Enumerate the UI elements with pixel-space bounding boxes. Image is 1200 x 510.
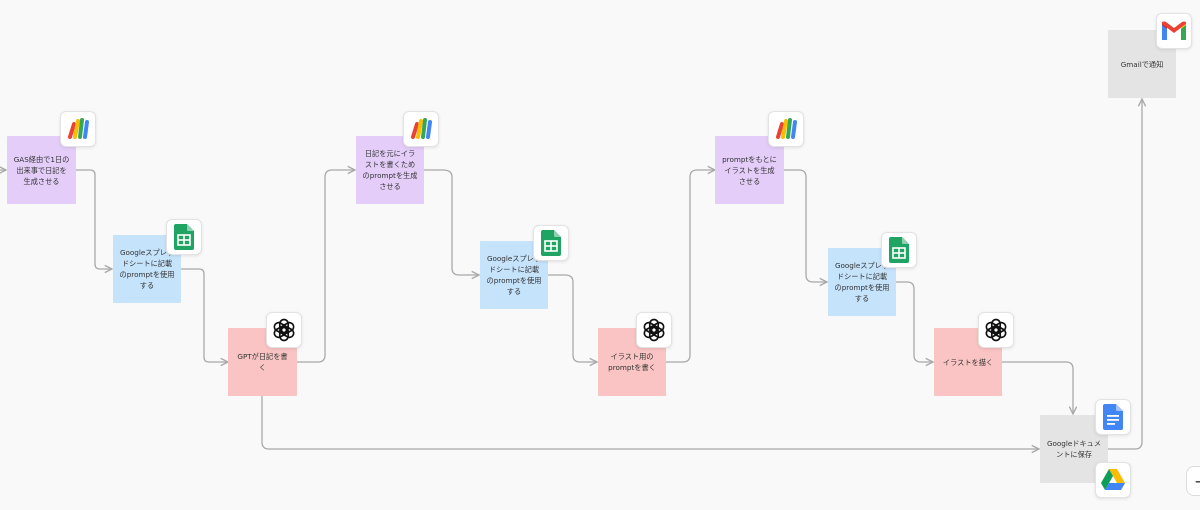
- edge-sheet1-to-gpt1: [181, 268, 228, 362]
- gmail-icon: [1156, 13, 1192, 49]
- node-label: GAS経由で1日の出来事で日記を生成させる: [13, 154, 70, 186]
- node-gas-generate-illust-prompt[interactable]: 日記を元にイラストを書くためのpromptを生成させる: [356, 136, 424, 204]
- apps-script-icon: [403, 111, 439, 147]
- node-label: イラストを描く: [942, 357, 994, 367]
- edge-gas3-to-sheet3: [784, 169, 827, 282]
- node-label: GPTが日記を書く: [237, 352, 288, 372]
- google-drive-icon: [1095, 462, 1131, 498]
- google-sheets-icon: [533, 225, 569, 261]
- node-label: Googleスプレッドシートに記載のpromptを使用する: [486, 254, 542, 296]
- openai-icon: [266, 312, 302, 348]
- edge-sheet2-to-gpt2: [548, 274, 597, 362]
- edge-gpt1-to-docs: [261, 396, 1039, 449]
- node-sheet-prompt-3[interactable]: Googleスプレッドシートに記載のpromptを使用する: [828, 248, 896, 316]
- node-gas-generate-illust[interactable]: promptをもとにイラストを生成させる: [715, 136, 784, 204]
- node-label: Googleスプレッドシートに記載のpromptを使用する: [119, 248, 175, 290]
- edge-sheet3-to-gpt3: [896, 281, 933, 362]
- google-docs-icon: [1095, 399, 1131, 435]
- edge-gas2-to-sheet2: [424, 169, 479, 275]
- openai-icon: [636, 312, 672, 348]
- edge-gpt1-to-gas2: [297, 170, 355, 363]
- google-sheets-icon: [166, 219, 202, 255]
- node-label: Googleスプレッドシートに記載のpromptを使用する: [834, 261, 890, 303]
- apps-script-icon: [768, 111, 804, 147]
- google-sheets-icon: [881, 232, 917, 268]
- edge-docs-to-gmail: [1108, 99, 1142, 450]
- apps-script-icon: [60, 111, 96, 147]
- edge-gas-to-sheet1: [76, 169, 112, 269]
- node-label: 日記を元にイラストを書くためのpromptを生成させる: [362, 149, 418, 191]
- add-tool-button[interactable]: +: [1186, 466, 1200, 496]
- openai-icon: [978, 312, 1014, 348]
- node-label: Googleドキュメントに保存: [1046, 439, 1102, 459]
- node-gas-generate-diary[interactable]: GAS経由で1日の出来事で日記を生成させる: [7, 136, 76, 204]
- add-tool-label: +: [1194, 472, 1200, 491]
- node-label: イラスト用のpromptを書く: [608, 352, 656, 372]
- edge-gpt2-to-gas3: [666, 170, 715, 363]
- edge-gpt3-to-docs: [1002, 361, 1073, 414]
- node-label: Gmailで通知: [1120, 59, 1164, 69]
- node-label: promptをもとにイラストを生成させる: [722, 154, 777, 186]
